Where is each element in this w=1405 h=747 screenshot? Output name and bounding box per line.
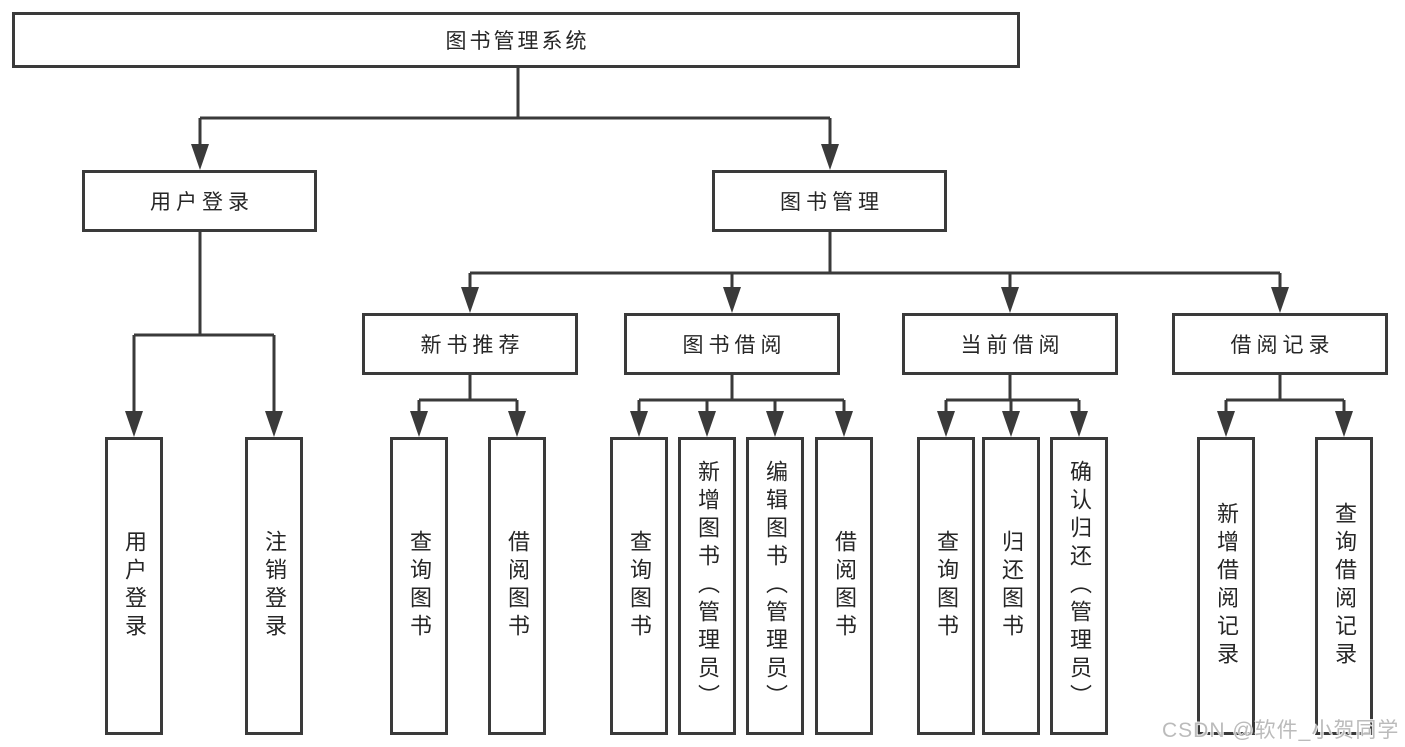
node-user-login: 用户登录 xyxy=(82,170,317,232)
leaf-recommend-query-books-label: 查询图书 xyxy=(407,530,432,642)
node-borrow-records: 借阅记录 xyxy=(1172,313,1388,375)
leaf-current-query-books-label: 查询图书 xyxy=(934,530,959,642)
leaf-logout-label: 注销登录 xyxy=(262,530,287,642)
leaf-borrow-query-books-label: 查询图书 xyxy=(627,530,652,642)
node-root: 图书管理系统 xyxy=(12,12,1020,68)
node-borrow-records-label: 借阅记录 xyxy=(1230,334,1335,357)
leaf-borrow-add-books-admin: 新增图书（管理员） xyxy=(678,437,736,735)
arrowheads xyxy=(125,144,1353,437)
leaf-borrow-borrow-books-label: 借阅图书 xyxy=(832,530,857,642)
node-new-book-recommend-label: 新书推荐 xyxy=(420,334,525,357)
node-book-borrow: 图书借阅 xyxy=(624,313,840,375)
leaf-current-confirm-return-admin-label: 确认归还（管理员） xyxy=(1067,460,1092,712)
leaf-logout: 注销登录 xyxy=(245,437,303,735)
leaf-recommend-borrow-books-label: 借阅图书 xyxy=(505,530,530,642)
node-book-management-label: 图书管理 xyxy=(780,191,884,214)
node-root-label: 图书管理系统 xyxy=(445,30,590,53)
leaf-recommend-query-books: 查询图书 xyxy=(390,437,448,735)
leaf-borrow-borrow-books: 借阅图书 xyxy=(815,437,873,735)
leaf-records-add-record: 新增借阅记录 xyxy=(1197,437,1255,735)
leaf-current-confirm-return-admin: 确认归还（管理员） xyxy=(1050,437,1108,735)
leaf-user-login: 用户登录 xyxy=(105,437,163,735)
node-new-book-recommend: 新书推荐 xyxy=(362,313,578,375)
node-user-login-label: 用户登录 xyxy=(150,191,254,214)
leaf-user-login-label: 用户登录 xyxy=(122,530,147,642)
leaf-current-return-books: 归还图书 xyxy=(982,437,1040,735)
leaf-current-query-books: 查询图书 xyxy=(917,437,975,735)
leaf-records-add-record-label: 新增借阅记录 xyxy=(1214,502,1239,670)
leaf-borrow-edit-books-admin: 编辑图书（管理员） xyxy=(746,437,804,735)
leaf-records-query-record: 查询借阅记录 xyxy=(1315,437,1373,735)
leaf-records-query-record-label: 查询借阅记录 xyxy=(1332,502,1357,670)
leaf-borrow-edit-books-admin-label: 编辑图书（管理员） xyxy=(763,460,788,712)
node-book-borrow-label: 图书借阅 xyxy=(682,334,787,357)
node-book-management: 图书管理 xyxy=(712,170,947,232)
connector-paths xyxy=(132,68,1346,419)
leaf-borrow-query-books: 查询图书 xyxy=(610,437,668,735)
leaf-recommend-borrow-books: 借阅图书 xyxy=(488,437,546,735)
node-current-borrow-label: 当前借阅 xyxy=(960,334,1065,357)
leaf-borrow-add-books-admin-label: 新增图书（管理员） xyxy=(695,460,720,712)
leaf-current-return-books-label: 归还图书 xyxy=(999,530,1024,642)
node-current-borrow: 当前借阅 xyxy=(902,313,1118,375)
csdn-watermark: CSDN @软件_小贺同学 xyxy=(1162,719,1400,742)
